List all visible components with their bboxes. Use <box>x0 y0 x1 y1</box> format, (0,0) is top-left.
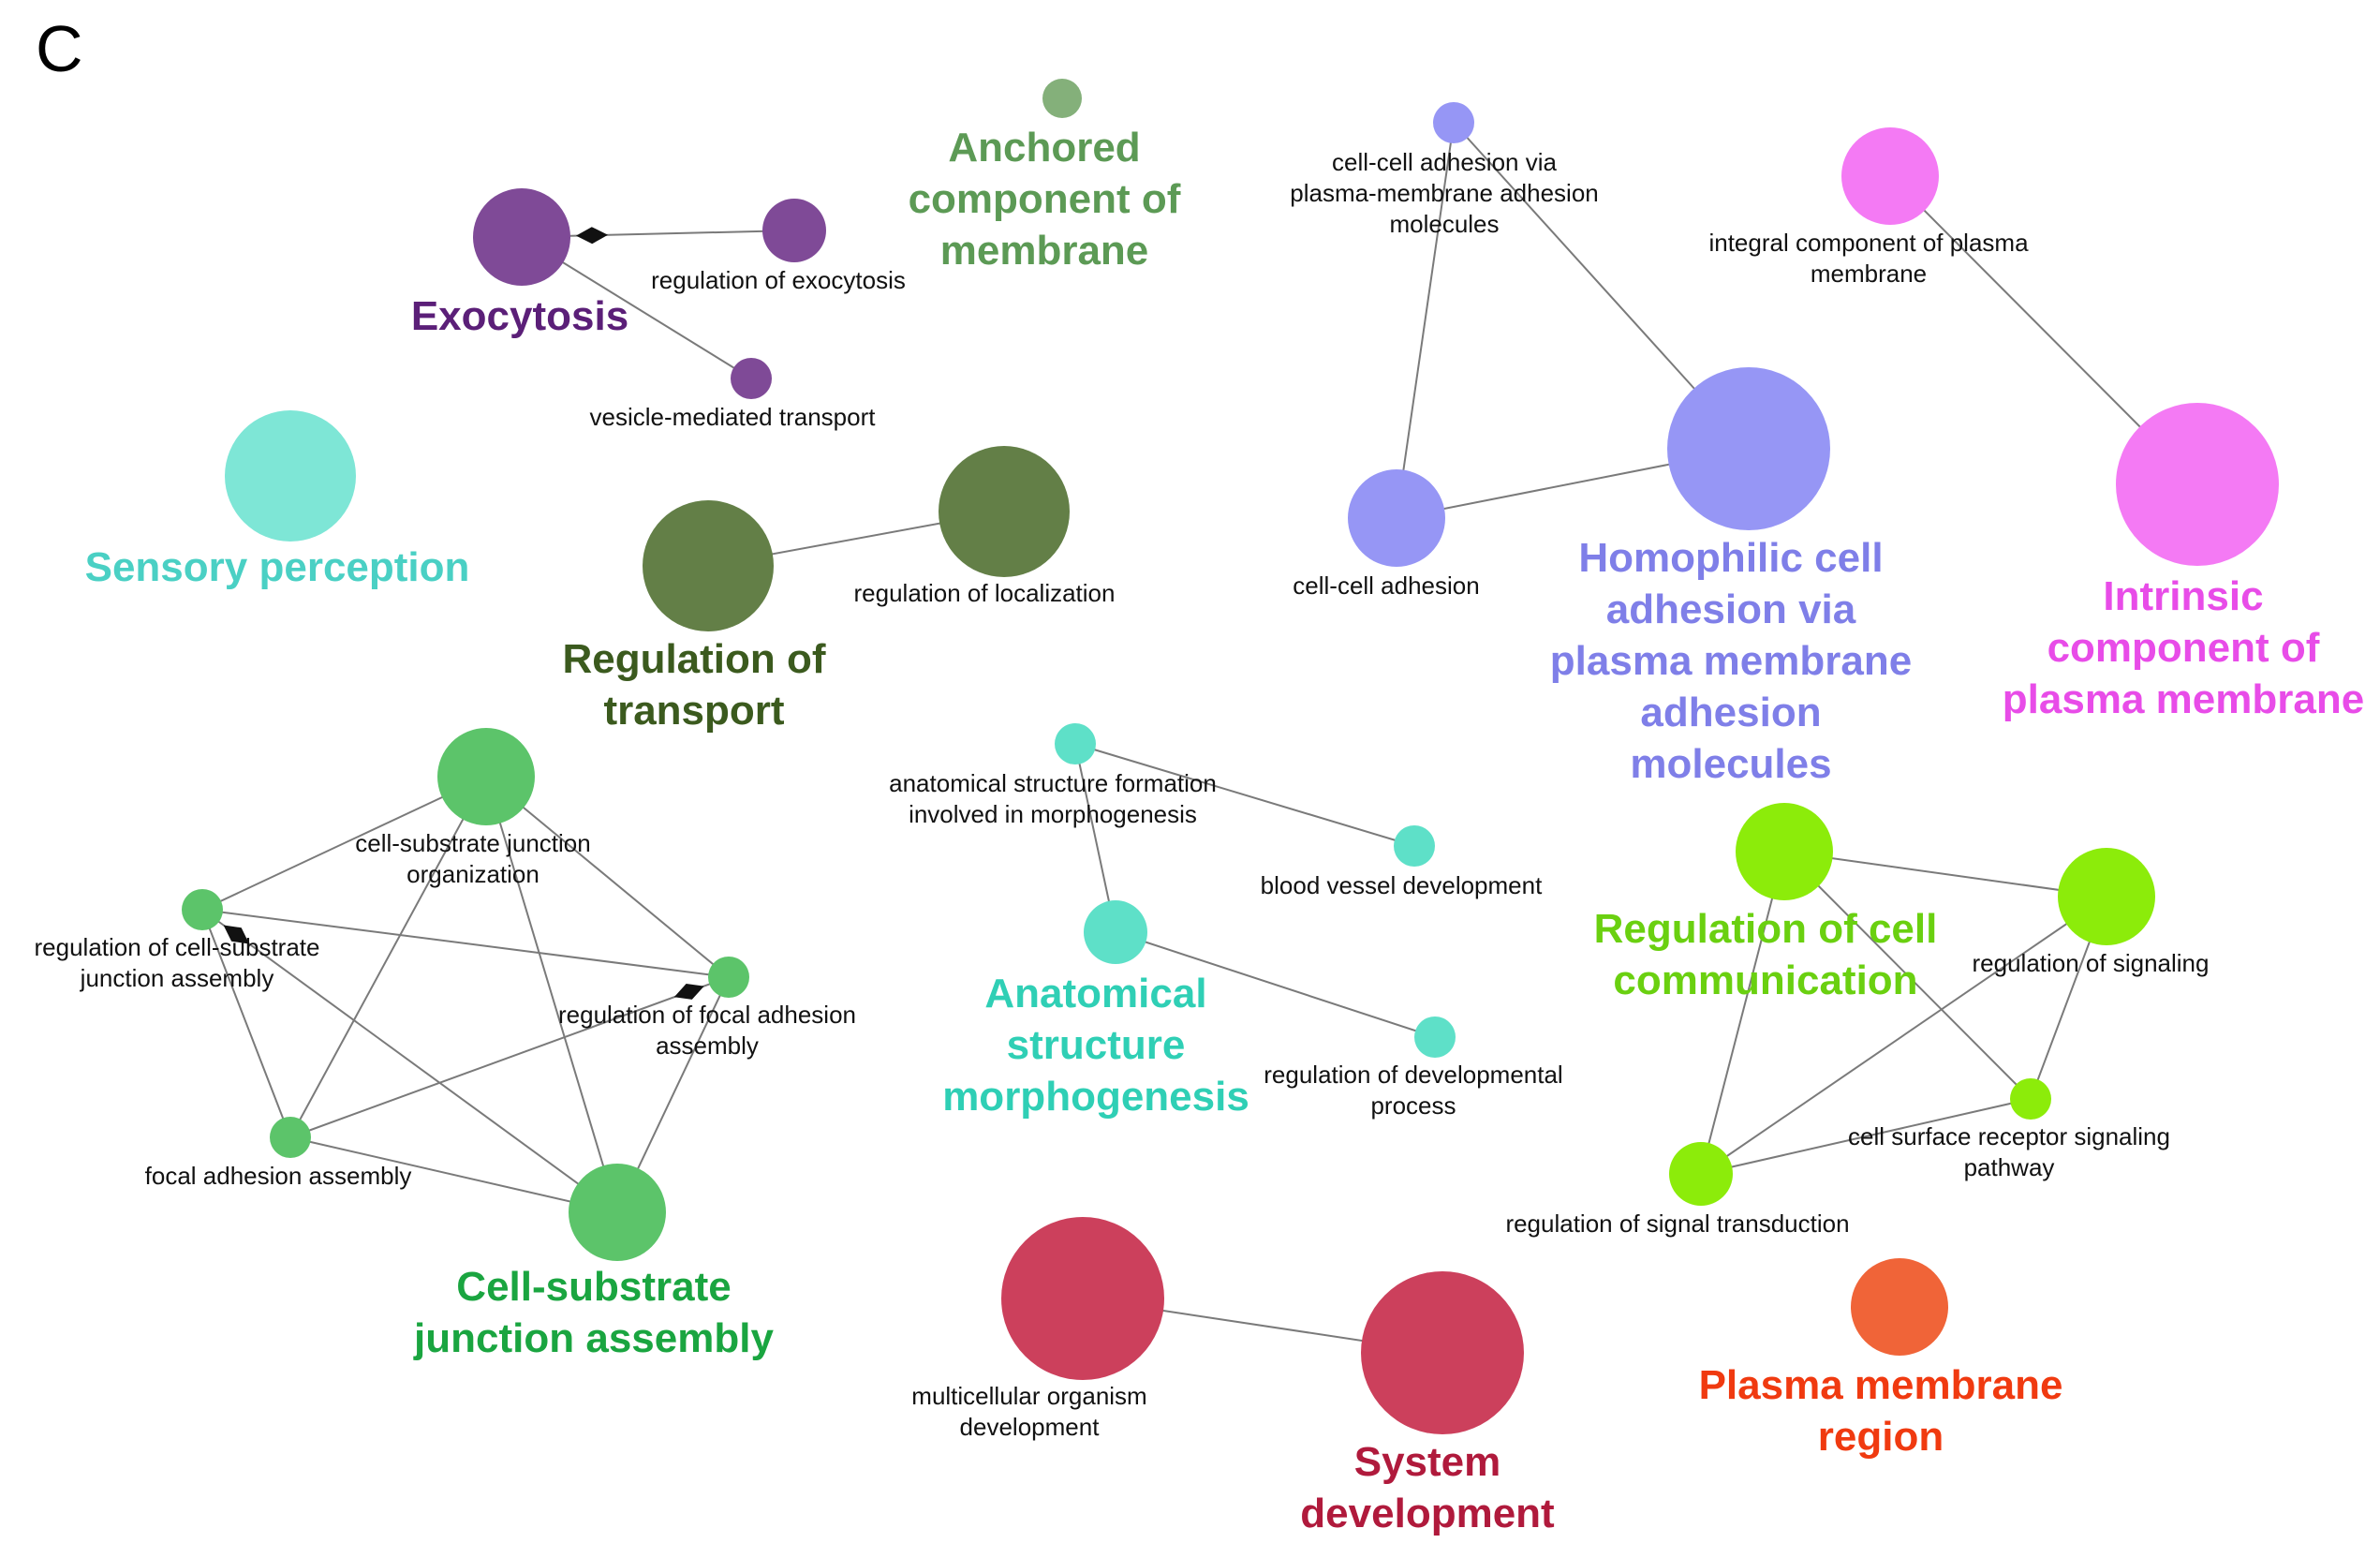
edge-cell_substrate_junction_org-to-focal_adhesion_assembly <box>289 776 487 1138</box>
node-cell_cell_adhesion <box>1348 469 1445 567</box>
node-label-regulation_developmental_process: regulation of developmental process <box>1264 1061 1563 1120</box>
arrow-diamond-regulation_cell_substrate_junction <box>223 925 250 944</box>
group-label-anatomical: Anatomical structure morphogenesis <box>942 971 1249 1120</box>
group-label-sensory: Sensory perception <box>84 544 470 590</box>
node-vesicle_mediated_transport <box>731 358 772 399</box>
arrows-layer <box>223 227 704 1000</box>
edge-cell_substrate_junction_org-to-cell_substrate_junction_assembly <box>485 776 618 1213</box>
edge-regulation_cell_substrate_junction-to-cell_substrate_junction_assembly <box>201 909 618 1213</box>
node-exocytosis <box>473 188 570 286</box>
node-label-vesicle_mediated_transport: vesicle-mediated transport <box>589 403 876 431</box>
node-cell_substrate_junction_assembly <box>569 1164 666 1261</box>
edge-anatomical_structure_morphogenesis-to-regulation_developmental_process <box>1115 931 1436 1038</box>
arrow-diamond-regulation_focal_adhesion <box>673 984 704 1000</box>
node-multicellular_organism_development <box>1001 1217 1164 1380</box>
group-label-cell_comm: Regulation of cell communication <box>1593 906 1938 1003</box>
edge-regulation_cell_substrate_junction-to-focal_adhesion_assembly <box>201 909 291 1138</box>
panel-letter: C <box>36 12 83 85</box>
arrow-diamond-exocytosis <box>576 227 608 245</box>
node-anchored_component <box>1042 79 1082 118</box>
node-cell_surface_receptor_signaling <box>2010 1078 2051 1120</box>
node-system_development <box>1361 1271 1524 1434</box>
edge-cell_cell_adhesion_via-to-cell_cell_adhesion <box>1396 122 1455 519</box>
node-regulation_of_signaling <box>2058 848 2155 945</box>
node-anatomical_structure_morphogenesis <box>1084 900 1147 964</box>
node-regulation_developmental_process <box>1414 1016 1456 1058</box>
node-intrinsic_component <box>2116 403 2279 566</box>
node-label-multicellular_organism_development: multicellular organism development <box>911 1382 1147 1441</box>
node-cell_cell_adhesion_via <box>1433 102 1474 143</box>
node-regulation_signal_transduction <box>1669 1142 1733 1206</box>
edge-cell_substrate_junction_org-to-regulation_focal_adhesion <box>485 776 730 978</box>
edge-anatomical_structure_formation-to-anatomical_structure_morphogenesis <box>1074 743 1116 933</box>
edge-regulation_of_signaling-to-regulation_signal_transduction <box>1700 896 2107 1175</box>
group-label-homophilic: Homophilic cell adhesion via plasma memb… <box>1549 535 1913 787</box>
edge-cell_surface_receptor_signaling-to-regulation_signal_transduction <box>1700 1098 2032 1175</box>
node-regulation_focal_adhesion <box>708 957 749 998</box>
group-label-anchored: Anchored component of membrane <box>908 125 1181 274</box>
group-label-cell_substrate: Cell-substrate junction assembly <box>414 1264 774 1361</box>
node-label-regulation_cell_substrate_junction: regulation of cell-substrate junction as… <box>34 933 320 992</box>
node-label-regulation_of_localization: regulation of localization <box>853 579 1116 607</box>
edge-regulation_cell_communication-to-regulation_signal_transduction <box>1700 851 1785 1175</box>
node-label-cell_substrate_junction_org: cell-substrate junction organization <box>355 829 591 888</box>
node-anatomical_structure_formation <box>1055 723 1096 764</box>
node-regulation_cell_substrate_junction <box>182 889 223 930</box>
group-label-intrinsic: Intrinsic component of plasma membrane <box>2002 573 2365 722</box>
node-label-anatomical_structure_formation: anatomical structure formation involved … <box>889 769 1217 828</box>
node-sensory_perception <box>225 410 356 542</box>
edge-regulation_cell_substrate_junction-to-regulation_focal_adhesion <box>201 909 730 978</box>
node-label-cell_cell_adhesion_via: cell-cell adhesion via plasma-membrane a… <box>1290 148 1599 238</box>
node-label-focal_adhesion_assembly: focal adhesion assembly <box>144 1162 412 1190</box>
node-label-regulation_focal_adhesion: regulation of focal adhesion assembly <box>557 1001 857 1060</box>
group-label-exocytosis: Exocytosis <box>410 293 629 339</box>
group-label-system: System development <box>1300 1439 1555 1536</box>
node-label-integral_component: integral component of plasma membrane <box>1708 229 2029 288</box>
node-label-cell_cell_adhesion: cell-cell adhesion <box>1293 571 1480 600</box>
edges-layer <box>201 122 2198 1354</box>
node-plasma_membrane_region <box>1851 1258 1948 1356</box>
edge-regulation_cell_communication-to-regulation_of_signaling <box>1783 851 2107 898</box>
edge-regulation_cell_communication-to-cell_surface_receptor_signaling <box>1783 851 2032 1100</box>
node-homophilic_cell_adhesion <box>1667 367 1830 530</box>
node-regulation_of_transport <box>643 500 774 631</box>
node-label-regulation_of_exocytosis: regulation of exocytosis <box>651 266 906 294</box>
node-cell_substrate_junction_org <box>437 728 535 825</box>
node-label-regulation_of_signaling: regulation of signaling <box>1972 949 2210 977</box>
group-label-transport: Regulation of transport <box>562 636 826 734</box>
node-label-regulation_signal_transduction: regulation of signal transduction <box>1505 1209 1850 1238</box>
edge-anatomical_structure_formation-to-blood_vessel_development <box>1074 743 1415 847</box>
node-regulation_cell_communication <box>1736 803 1833 900</box>
edge-focal_adhesion_assembly-to-cell_substrate_junction_assembly <box>289 1136 618 1213</box>
node-label-cell_surface_receptor_signaling: cell surface receptor signaling pathway <box>1848 1122 2170 1181</box>
nodes-layer <box>182 79 2279 1434</box>
edge-regulation_focal_adhesion-to-focal_adhesion_assembly <box>289 976 730 1138</box>
node-focal_adhesion_assembly <box>270 1117 311 1158</box>
node-regulation_of_localization <box>939 446 1070 577</box>
node-blood_vessel_development <box>1394 825 1435 867</box>
node-regulation_of_exocytosis <box>762 199 826 262</box>
group-label-plasma_region: Plasma membrane region <box>1698 1362 2063 1460</box>
node-label-blood_vessel_development: blood vessel development <box>1260 871 1543 899</box>
edge-cell_substrate_junction_org-to-regulation_cell_substrate_junction <box>201 776 487 911</box>
node-integral_component <box>1841 127 1939 225</box>
